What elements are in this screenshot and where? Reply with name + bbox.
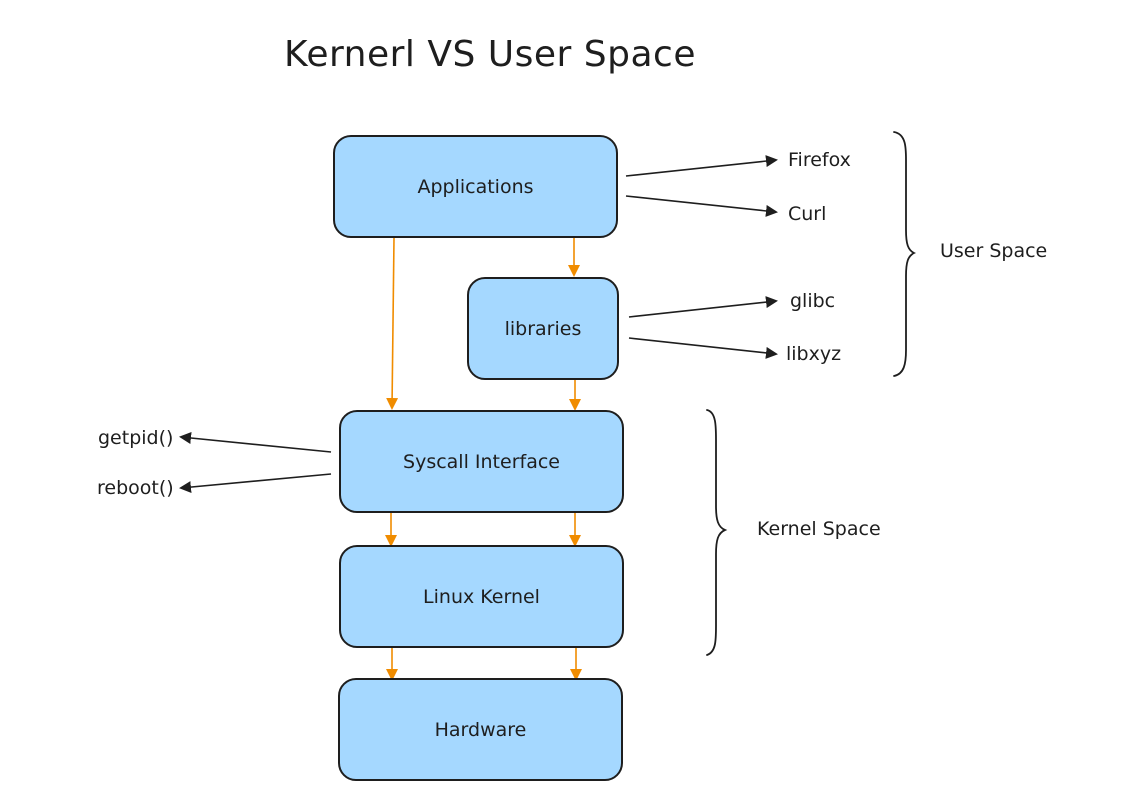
arrow-to-getpid <box>179 432 332 453</box>
getpid-label: getpid() <box>98 427 174 449</box>
libxyz-label: libxyz <box>786 343 842 365</box>
user-space-brace-icon <box>893 131 917 377</box>
arrow-to-glibc <box>628 296 778 318</box>
glibc-label: glibc <box>790 290 836 312</box>
firefox-label: Firefox <box>788 149 851 171</box>
arrow-to-curl <box>625 195 778 217</box>
kernel-space-label: Kernel Space <box>757 518 881 540</box>
page-title: Kernerl VS User Space <box>284 34 696 75</box>
kernel-space-brace-icon <box>706 409 728 656</box>
applications-box: Applications <box>333 135 618 238</box>
arrow-to-firefox <box>625 155 778 177</box>
hardware-box: Hardware <box>338 678 623 781</box>
arrow-to-libxyz <box>628 337 778 359</box>
reboot-label: reboot() <box>97 477 174 499</box>
curl-label: Curl <box>788 203 827 225</box>
libraries-box: libraries <box>467 277 619 380</box>
user-space-label: User Space <box>940 240 1048 262</box>
linux-kernel-box: Linux Kernel <box>339 545 624 648</box>
syscall-interface-box: Syscall Interface <box>339 410 624 513</box>
flow-arrow-applications-to-syscall <box>386 237 399 410</box>
arrow-to-reboot <box>179 473 332 494</box>
